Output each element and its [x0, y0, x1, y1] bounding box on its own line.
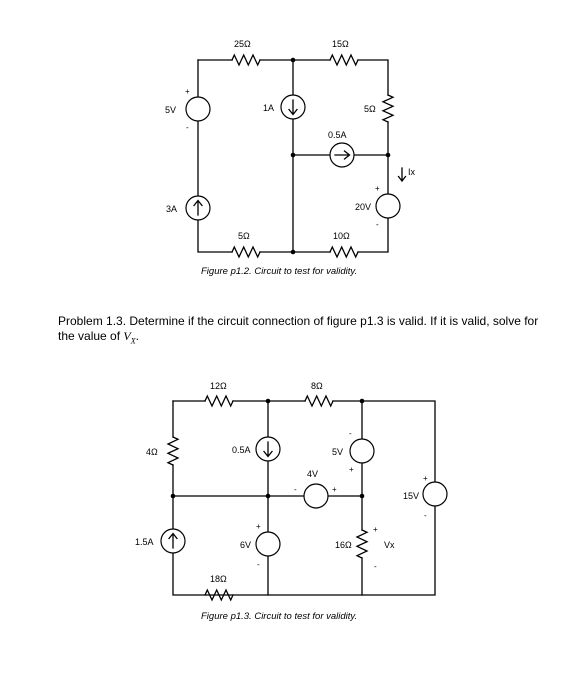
label-25-ohm: 25Ω — [234, 39, 251, 49]
label-1a: 1A — [263, 103, 274, 113]
voltage-source-5v — [349, 438, 375, 464]
fig2-wire — [172, 400, 436, 483]
polarity-minus: - — [376, 220, 379, 229]
label-10-ohm: 10Ω — [333, 231, 350, 241]
voltage-source-6v — [255, 531, 281, 557]
resistor-4-ohm — [166, 436, 180, 466]
label-15v: 15V — [403, 491, 419, 501]
resistor-18-ohm — [204, 588, 234, 602]
label-ix: Ix — [408, 167, 416, 177]
variable-subscript: X — [130, 336, 136, 346]
label-5v: 5V — [332, 447, 343, 457]
node-dot — [290, 152, 296, 158]
label-0-5a: 0.5A — [232, 445, 251, 455]
resistor-12-ohm — [204, 394, 234, 408]
resistor-16-ohm — [355, 529, 369, 559]
polarity-plus: + — [349, 465, 354, 474]
current-source-0-5a — [255, 436, 281, 462]
polarity-plus: + — [423, 474, 428, 483]
label-5-ohm-bottom: 5Ω — [238, 231, 250, 241]
label-1-5a: 1.5A — [135, 537, 154, 547]
node-dot — [265, 398, 271, 404]
variable-vx: VX — [123, 329, 136, 346]
polarity-plus: + — [373, 525, 378, 534]
resistor-5-ohm-right — [381, 94, 395, 123]
figure-p1-3-caption: Figure p1.3. Circuit to test for validit… — [201, 611, 357, 622]
label-20v: 20V — [355, 202, 371, 212]
label-5-ohm-right: 5Ω — [364, 104, 376, 114]
label-6v: 6V — [240, 540, 251, 550]
label-15-ohm: 15Ω — [332, 39, 349, 49]
resistor-8-ohm — [304, 394, 334, 408]
resistor-10-ohm-bottom — [329, 245, 359, 259]
voltage-source-20v — [375, 193, 401, 219]
polarity-plus: + — [256, 522, 261, 531]
node-dot — [359, 493, 365, 499]
polarity-minus: - — [294, 485, 297, 494]
node-dot — [290, 57, 296, 63]
label-0-5a: 0.5A — [328, 130, 347, 140]
label-8-ohm: 8Ω — [311, 381, 323, 391]
label-5v: 5V — [165, 105, 176, 115]
node-dot — [170, 493, 176, 499]
voltage-source-5v — [185, 96, 211, 122]
polarity-plus: + — [375, 184, 380, 193]
figure-p1-3-circuit: - + - + + - + - + - 12Ω 8Ω 4Ω 0.5A 5V 4V… — [135, 381, 448, 622]
resistor-25-ohm — [231, 53, 261, 67]
node-dot — [385, 152, 391, 158]
figure-p1-2-circuit: + - + - 25Ω 15Ω 5V 1A 5Ω 0.5A Ix 3A 20V … — [165, 39, 416, 277]
label-18-ohm: 18Ω — [210, 574, 227, 584]
current-source-1a — [280, 94, 306, 120]
current-source-0-5a — [329, 142, 355, 168]
resistor-5-ohm-bottom — [231, 245, 261, 259]
problem-text: Problem 1.3. Determine if the circuit co… — [58, 314, 539, 343]
voltage-source-4v — [303, 483, 329, 509]
label-12-ohm: 12Ω — [210, 381, 227, 391]
variable-main: V — [123, 329, 131, 343]
label-16-ohm: 16Ω — [335, 540, 352, 550]
current-ix-arrow — [397, 167, 407, 183]
current-source-1-5a — [160, 528, 186, 554]
fig2-wire — [172, 505, 436, 596]
node-dot — [265, 493, 271, 499]
problem-statement: Problem 1.3. Determine if the circuit co… — [58, 314, 548, 348]
polarity-minus: - — [349, 429, 352, 438]
polarity-plus: + — [185, 87, 190, 96]
node-dot — [290, 249, 296, 255]
problem-tail: . — [135, 329, 139, 343]
polarity-minus: - — [374, 562, 377, 571]
label-4v: 4V — [307, 469, 318, 479]
resistor-15-ohm-top — [329, 53, 359, 67]
voltage-source-15v — [422, 481, 448, 507]
polarity-plus: + — [332, 485, 337, 494]
label-4-ohm: 4Ω — [146, 447, 158, 457]
polarity-minus: - — [257, 560, 260, 569]
current-source-3a — [185, 195, 211, 221]
fig1-wire — [197, 59, 389, 253]
polarity-minus: - — [186, 123, 189, 132]
label-3a: 3A — [166, 204, 177, 214]
polarity-minus: - — [424, 511, 427, 520]
node-dot — [359, 398, 365, 404]
figure-p1-2-caption: Figure p1.2. Circuit to test for validit… — [201, 266, 357, 277]
label-vx: Vx — [384, 540, 395, 550]
